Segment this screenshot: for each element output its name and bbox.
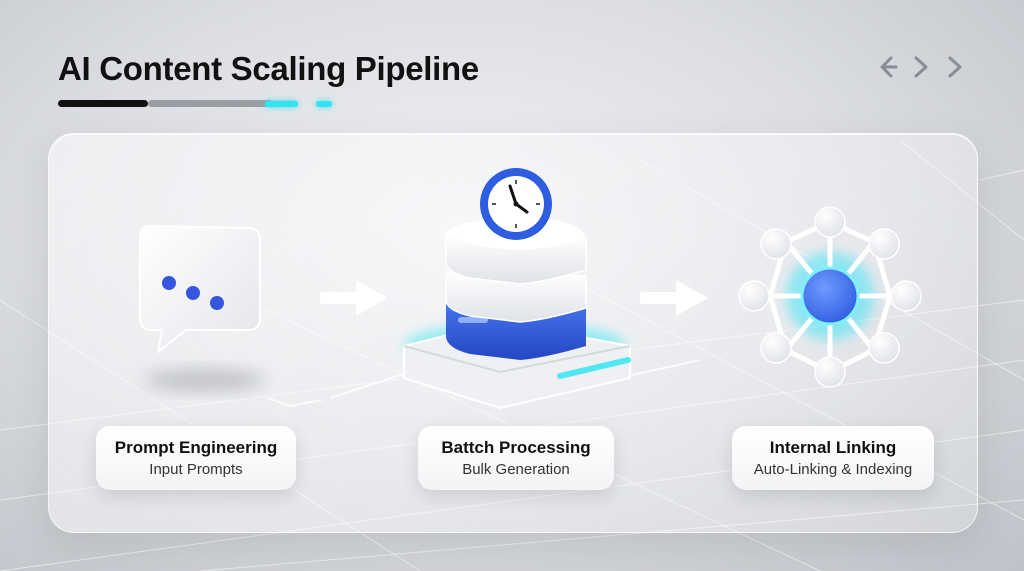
next-button[interactable]	[908, 52, 934, 82]
step-card-prompt-engineering[interactable]: Prompt Engineering Input Prompts	[96, 426, 296, 490]
previous-button[interactable]	[874, 52, 900, 82]
chevron-right-icon	[914, 56, 928, 78]
chat-bubble-icon	[139, 224, 265, 392]
step-title: Battch Processing	[441, 437, 591, 457]
step-title: Internal Linking	[769, 437, 897, 457]
slide-navigation	[874, 52, 968, 82]
next-button-secondary[interactable]	[942, 52, 968, 82]
arrow-right-icon	[640, 280, 708, 316]
chevron-left-icon	[880, 56, 898, 78]
page-title: AI Content Scaling Pipeline	[58, 50, 479, 87]
step-card-internal-linking[interactable]: Internal Linking Auto-Linking & Indexing	[732, 426, 934, 490]
progress-accent-short	[316, 101, 332, 107]
step-title: Prompt Engineering	[114, 437, 278, 457]
step-subtitle: Auto-Linking & Indexing	[753, 460, 913, 478]
step-card-batch-processing[interactable]: Battch Processing Bulk Generation	[418, 426, 614, 490]
arrow-right-icon	[320, 280, 388, 316]
chevron-right-icon	[948, 56, 962, 78]
step-subtitle: Input Prompts	[149, 460, 243, 478]
progress-accent-long	[265, 101, 298, 107]
network-hub-icon	[738, 206, 922, 388]
server-stack-clock-icon	[403, 168, 631, 410]
step-subtitle: Bulk Generation	[462, 460, 570, 478]
